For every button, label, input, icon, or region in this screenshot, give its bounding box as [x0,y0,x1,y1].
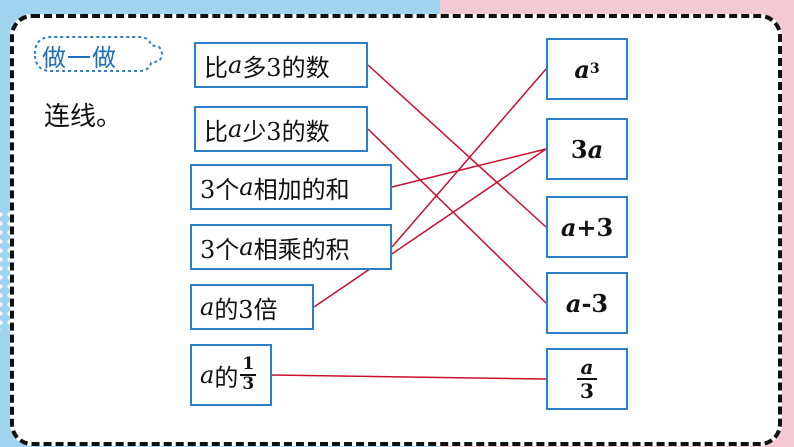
left-item-1-post: 多3的数 [242,53,330,82]
left-item-4-pre: 3个 [200,235,240,264]
right-item-5[interactable]: a 3 [546,348,628,410]
left-item-3-pre: 3个 [200,175,240,204]
left-item-3-post: 相加的和 [253,175,350,204]
right-item-2-var: a [587,134,604,164]
left-item-6-post: 的 [214,363,239,392]
left-item-3-var: a [239,173,254,201]
right-item-3[interactable]: a+3 [546,196,628,258]
instruction-text: 连线。 [44,102,123,132]
content-card [10,14,782,446]
badge-label: 做一做 [42,44,117,72]
right-item-4-var: a [565,288,582,318]
badge-bubble-icon [33,36,163,72]
left-item-6-var: a [200,361,215,389]
right-item-5-frac-den: 3 [580,379,594,403]
left-item-5-post: 的3倍 [214,295,278,324]
left-item-5-var: a [200,293,215,321]
left-item-6-frac-den: 3 [242,374,255,394]
left-item-2-post: 少3的数 [242,117,330,146]
left-item-2-pre: 比 [204,117,228,146]
left-item-6-fraction: 1 3 [240,354,257,394]
left-item-6-frac-num: 1 [240,354,257,376]
left-item-4-post: 相乘的积 [253,235,350,264]
right-item-5-frac-num: a [576,356,598,380]
left-item-1-var: a [228,51,243,79]
right-item-2-coef: 3 [570,134,588,164]
left-item-1-pre: 比 [204,53,228,82]
right-item-1-base: a [574,54,590,84]
right-item-4-rest: -3 [581,288,609,318]
left-item-4-var: a [239,233,254,261]
right-item-4[interactable]: a-3 [546,272,628,334]
left-item-2-var: a [228,115,243,143]
right-item-1-sup: 3 [589,61,600,77]
right-item-3-rest: +3 [576,212,614,242]
right-item-5-fraction: a 3 [576,356,598,403]
right-item-3-var: a [560,212,577,242]
